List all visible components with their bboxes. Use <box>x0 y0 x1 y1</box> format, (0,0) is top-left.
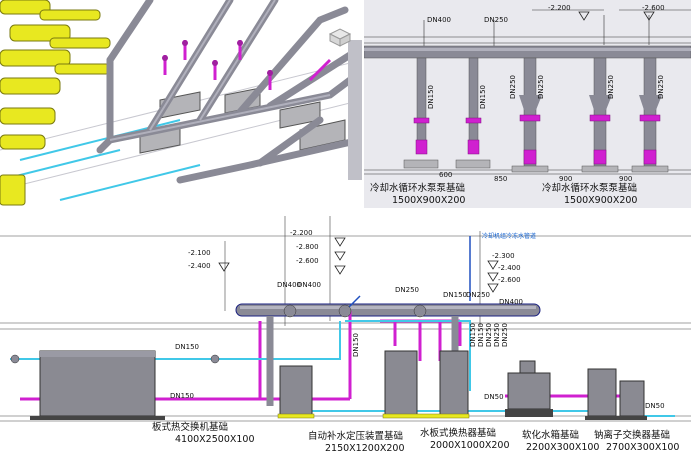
water-plate-exchanger-2 <box>439 350 469 417</box>
pump-branches <box>413 57 662 169</box>
dn150-left: DN150 <box>175 343 199 351</box>
valves <box>10 304 427 364</box>
equip-size-3: 2000X1000X200 <box>430 440 510 451</box>
equip-title-3: 水板式换热器基础 <box>420 428 497 439</box>
level-mark-1: -2.200 <box>548 4 571 12</box>
level-center-2: -2.800 <box>296 243 319 251</box>
sodium-ion-exchanger <box>587 368 617 417</box>
equip-title-5: 钠离子交换器基础 <box>594 430 671 441</box>
plate-heat-exchanger <box>39 350 156 417</box>
dn150-a: DN150 <box>443 291 467 299</box>
foundation-bases <box>30 409 647 420</box>
blue-pipe-note: 冷却机组冷冻水管道 <box>482 233 537 240</box>
equip-title-2: 自动补水定压装置基础 <box>308 431 404 442</box>
level-left-1: -2.100 <box>188 249 211 257</box>
spacing-4: 900 <box>619 175 633 183</box>
branch-dim-1: DN150 <box>427 85 435 109</box>
elevation-drawing <box>364 9 691 175</box>
pump-foundation-blocks <box>403 159 669 173</box>
spacing-1: 600 <box>439 171 453 179</box>
level-markers <box>218 237 499 293</box>
vert-dim-3: DN250 <box>485 323 493 347</box>
vert-dim-2: DN150 <box>477 323 485 347</box>
equip-size-2: 2150X1200X200 <box>325 443 405 454</box>
isometric-pipe-render <box>0 0 362 206</box>
vert-dim-5: DN250 <box>501 323 509 347</box>
dn150-left-2: DN150 <box>170 392 194 400</box>
main-section-view: -2.100 -2.400 -2.200 -2.800 -2.600 -2.30… <box>0 211 691 459</box>
dn250-b: DN250 <box>466 291 490 299</box>
level-right-3: -2.600 <box>498 276 521 284</box>
dim-dn400-top: DN400 <box>427 16 451 24</box>
spacing-3: 900 <box>559 175 573 183</box>
spacing-2: 850 <box>494 175 508 183</box>
foundation-pads <box>277 413 470 419</box>
dim-dn250-top: DN250 <box>484 16 508 24</box>
gray-pipe-network <box>96 0 362 184</box>
level-center-1: -2.200 <box>290 229 313 237</box>
equip-size-4: 2200X300X100 <box>526 442 600 453</box>
yellow-pumps <box>0 0 111 206</box>
equip-size-1: 4100X2500X100 <box>175 434 255 445</box>
dn400-b: DN400 <box>297 281 321 289</box>
equipment-set <box>39 350 645 417</box>
water-plate-exchanger-1 <box>384 350 418 417</box>
dn50-b: DN50 <box>645 402 665 410</box>
dn250-a: DN250 <box>395 286 419 294</box>
level-center-3: -2.600 <box>296 257 319 265</box>
branch-dim-3: DN250 <box>509 75 517 99</box>
isometric-3d-view <box>0 0 362 208</box>
dn400-c: DN400 <box>499 298 523 306</box>
equip-size-5: 2700X300X100 <box>606 442 680 453</box>
equip-title-4: 软化水箱基础 <box>522 430 580 441</box>
branch-dim-2: DN150 <box>479 85 487 109</box>
level-right-2: -2.400 <box>498 264 521 272</box>
pump-elevation-view: DN400 DN250 -2.200 -2.600 DN150 DN150 DN… <box>364 0 691 208</box>
level-mark-2: -2.600 <box>642 4 665 12</box>
equip-title-1: 板式热交换机基础 <box>152 422 229 433</box>
dn400-a: DN400 <box>277 281 301 289</box>
auto-makeup-unit <box>279 365 313 417</box>
main-header-pipe <box>235 303 541 317</box>
view-cube-icon[interactable] <box>326 24 354 48</box>
vert-dim-4: DN250 <box>493 323 501 347</box>
level-left-2: -2.400 <box>188 262 211 270</box>
dn50-a: DN50 <box>484 393 504 401</box>
foundation-title-1: 冷却水循环水泵泵基础 <box>370 183 466 194</box>
vert-dim-1: DN150 <box>469 323 477 347</box>
foundation-title-2: 冷却水循环水泵泵基础 <box>542 183 638 194</box>
foundation-size-1: 1500X900X200 <box>392 195 466 206</box>
branch-dim-5: DN250 <box>607 75 615 99</box>
branch-dim-6: DN250 <box>657 75 665 99</box>
dn150-vertical: DN150 <box>352 333 360 357</box>
level-right-1: -2.300 <box>492 252 515 260</box>
section-drawing <box>0 216 691 422</box>
branch-dim-4: DN250 <box>537 75 545 99</box>
foundation-size-2: 1500X900X200 <box>564 195 638 206</box>
softened-water-tank <box>507 372 551 410</box>
